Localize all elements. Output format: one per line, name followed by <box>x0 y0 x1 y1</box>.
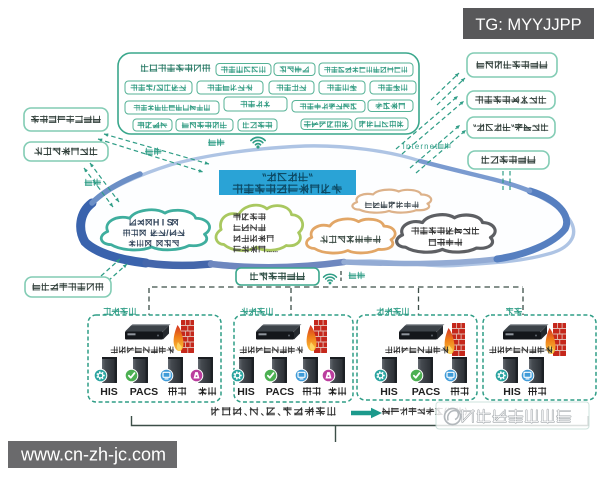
svg-text:www.cn-zh-jc.com: www.cn-zh-jc.com <box>20 445 166 465</box>
svg-text:/: / <box>166 228 169 238</box>
svg-text:Internet: Internet <box>403 142 439 151</box>
svg-text:HIS: HIS <box>100 386 118 398</box>
svg-text:HIS: HIS <box>380 386 398 398</box>
svg-text:HIS: HIS <box>153 218 173 228</box>
svg-text:TG: MYYJJPP: TG: MYYJJPP <box>475 16 581 34</box>
svg-text:HIS: HIS <box>237 386 255 398</box>
svg-text:/: / <box>153 83 156 93</box>
svg-text:PACS: PACS <box>412 386 440 398</box>
svg-text:PACS: PACS <box>130 386 158 398</box>
svg-text:HIS: HIS <box>503 386 521 398</box>
svg-text:PACS: PACS <box>266 386 294 398</box>
